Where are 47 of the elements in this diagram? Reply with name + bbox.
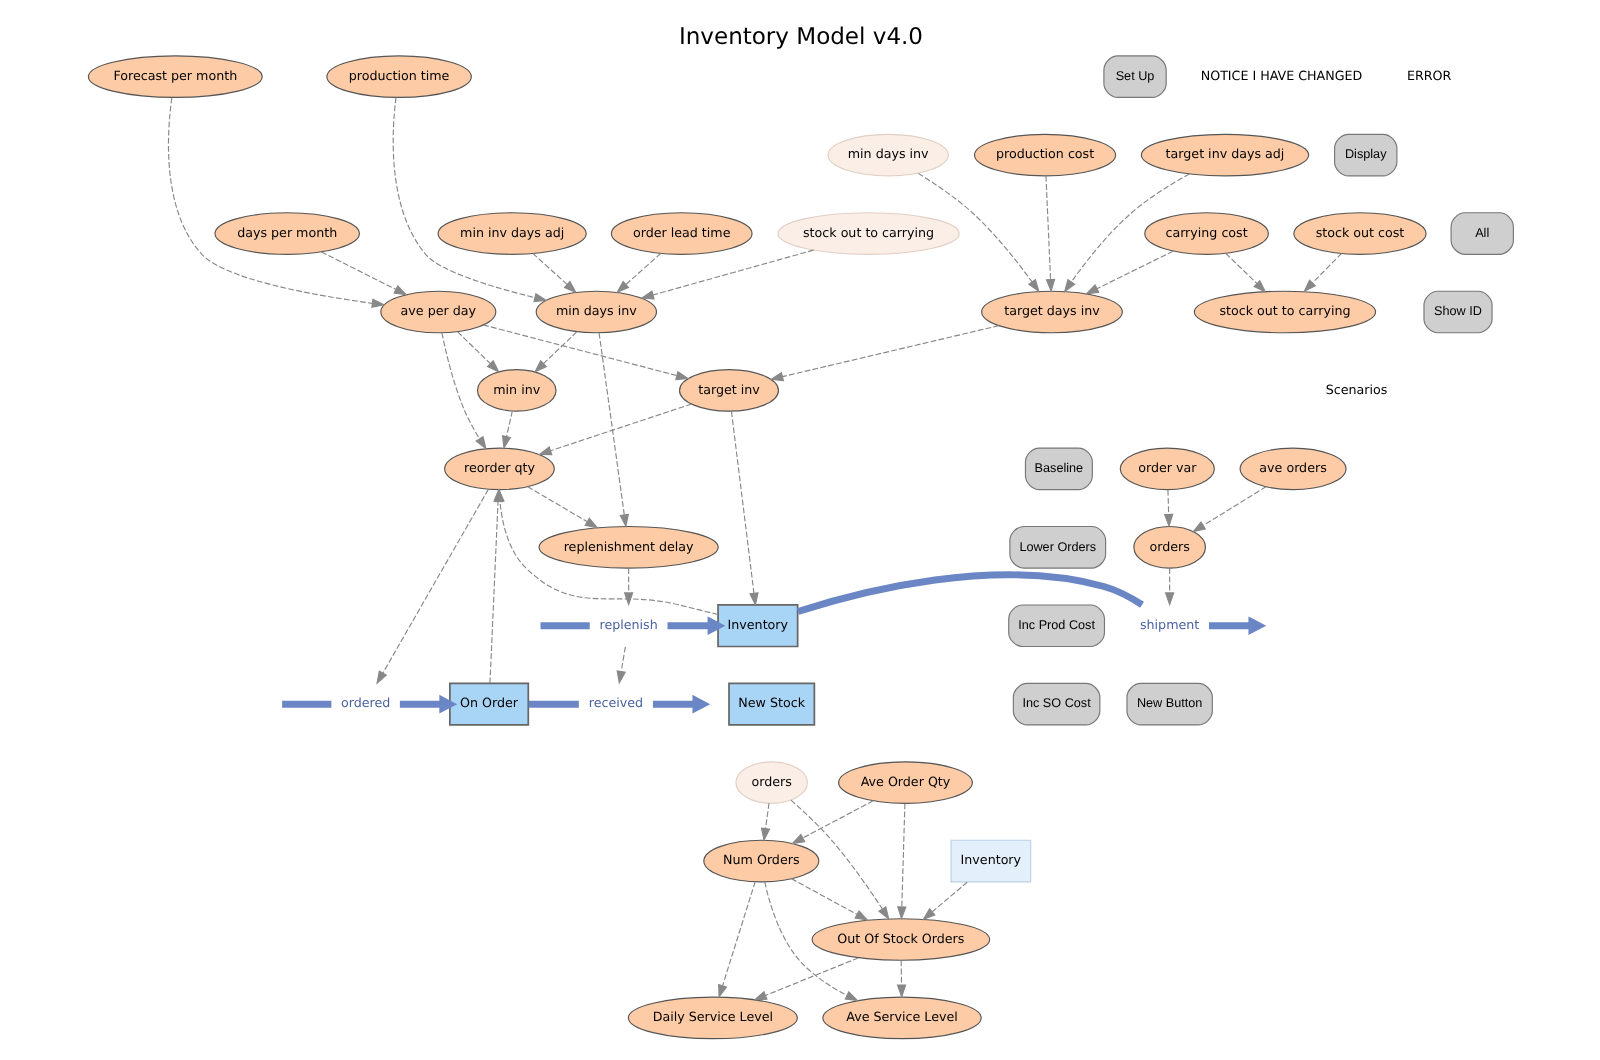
arrow — [759, 802, 770, 842]
arrow — [1163, 567, 1174, 607]
arrow — [531, 252, 577, 294]
arrow — [752, 957, 858, 1001]
arrow — [500, 410, 512, 450]
arrow — [532, 331, 577, 373]
arrow — [639, 249, 814, 300]
arrow — [895, 960, 906, 999]
arrow — [1162, 489, 1173, 528]
arrow — [456, 331, 499, 373]
connector — [281, 700, 331, 708]
arrow — [921, 881, 967, 921]
connector — [527, 700, 578, 708]
arrow — [651, 694, 710, 714]
arrow — [717, 881, 755, 999]
arrow — [789, 799, 889, 921]
arrow — [398, 694, 457, 714]
diagram-title: Inventory Model v4.0 — [677, 22, 923, 51]
arrow — [1208, 616, 1266, 636]
arrow — [391, 96, 547, 303]
arrow — [1062, 173, 1189, 293]
arrow — [166, 97, 385, 309]
arrow — [729, 410, 758, 607]
arrow — [1083, 250, 1173, 295]
arrow — [440, 332, 486, 451]
arrow — [768, 325, 999, 382]
arrow — [1302, 252, 1341, 293]
connector — [796, 571, 1143, 615]
arrow — [916, 172, 1039, 293]
arrow — [622, 567, 633, 607]
arrow — [1044, 175, 1055, 293]
arrow — [1190, 486, 1266, 533]
connector — [539, 622, 589, 630]
arrow — [1224, 252, 1266, 293]
arrow — [481, 324, 689, 381]
arrow — [790, 800, 873, 845]
arrow — [536, 403, 692, 456]
arrow — [319, 251, 407, 296]
arrow — [895, 803, 906, 921]
arrow — [615, 646, 626, 685]
arrow — [526, 486, 598, 529]
arrow — [790, 878, 868, 921]
arrow — [666, 616, 725, 636]
arrow — [597, 332, 629, 529]
arrow — [375, 488, 488, 685]
arrow — [763, 881, 858, 1002]
arrow — [614, 252, 661, 294]
